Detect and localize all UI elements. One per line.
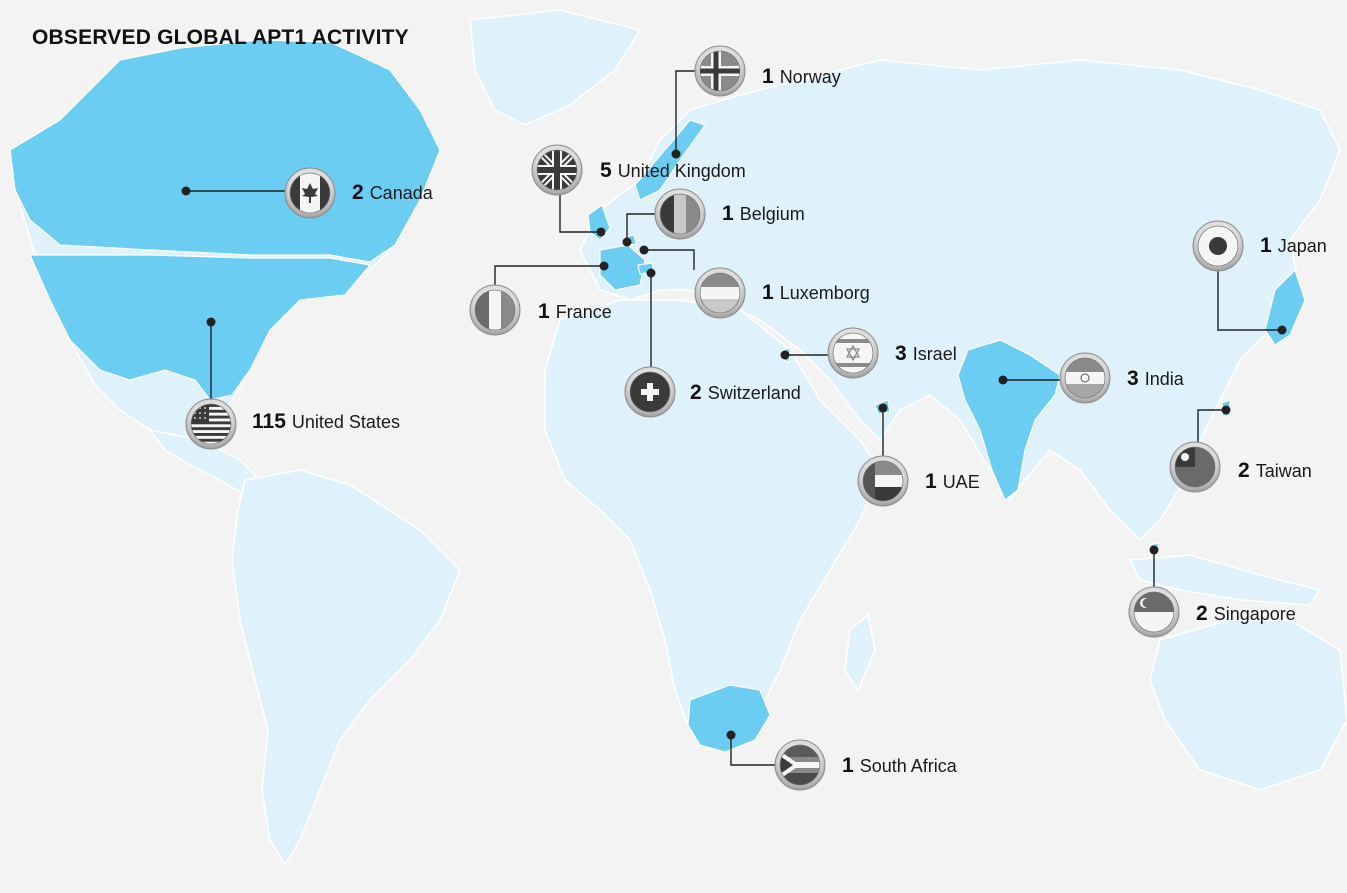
leader-lines [181,70,1287,766]
leader-line-fr [494,265,604,286]
country-name-sg: Singapore [1213,604,1296,624]
highlight-norway [634,119,706,201]
location-dot-us [206,317,216,327]
flag-medallion-ca[interactable] [284,167,336,219]
flag-medallion-za[interactable] [774,739,826,791]
country-count-gb: 5 [600,159,612,182]
country-name-fr: France [555,302,612,322]
location-dot-no [671,149,681,159]
country-name-il: Israel [912,344,957,364]
leader-line-no [675,70,697,154]
location-dot-fr [599,261,609,271]
country-count-il: 3 [895,342,907,365]
map-title: OBSERVED GLOBAL APT1 ACTIVITY [32,26,409,49]
location-dot-be [622,237,632,247]
location-dot-in [998,375,1008,385]
flag-medallion-no[interactable] [694,45,746,97]
leader-line-tw [1197,409,1226,443]
location-dot-ae [878,403,888,413]
location-dot-sg [1149,545,1159,555]
country-name-in: India [1144,369,1184,389]
location-dot-tw [1221,405,1231,415]
country-name-lu: Luxemborg [779,283,870,303]
country-count-tw: 2 [1238,459,1250,482]
flag-medallion-in[interactable] [1059,352,1111,404]
land-south-america [231,469,461,867]
country-count-sg: 2 [1196,602,1208,625]
highlight-south-africa [687,684,771,753]
country-name-ca: Canada [369,183,433,203]
location-dot-il [780,350,790,360]
country-name-be: Belgium [739,204,805,224]
flag-medallion-il[interactable] [827,327,879,379]
land-greenland [469,9,642,126]
country-count-fr: 1 [538,300,550,323]
country-count-no: 1 [762,65,774,88]
country-count-in: 3 [1127,367,1139,390]
flag-medallion-us[interactable] [185,398,237,450]
country-count-jp: 1 [1260,234,1272,257]
country-name-us: United States [291,412,400,432]
country-count-ch: 2 [690,381,702,404]
leader-line-gb [559,195,601,233]
flag-medallion-fr[interactable] [469,284,521,336]
location-dot-za [726,730,736,740]
country-count-ca: 2 [352,181,364,204]
country-name-tw: Taiwan [1255,461,1312,481]
flag-medallion-be[interactable] [654,188,706,240]
location-dot-jp [1277,325,1287,335]
location-dot-gb [596,227,606,237]
country-name-no: Norway [779,67,841,87]
leader-line-za [730,735,776,766]
land-australia [1149,619,1347,791]
country-name-ae: UAE [942,472,980,492]
leader-line-jp [1217,270,1282,331]
country-name-za: South Africa [859,756,957,776]
leader-line-be [626,213,656,242]
country-count-ae: 1 [925,470,937,493]
country-name-gb: United Kingdom [617,161,746,181]
country-count-us: 115 [252,410,286,433]
highlight-canada [9,39,441,263]
flag-medallion-ae[interactable] [857,455,909,507]
flag-medallion-lu[interactable] [694,267,746,319]
highlighted-countries [9,39,1306,753]
flag-medallion-sg[interactable] [1128,586,1180,638]
flag-medallion-gb[interactable] [531,144,583,196]
flag-medallions [185,45,1244,791]
flag-medallion-ch[interactable] [624,366,676,418]
country-count-za: 1 [842,754,854,777]
country-count-lu: 1 [762,281,774,304]
country-name-ch: Switzerland [707,383,801,403]
flag-medallion-jp[interactable] [1192,220,1244,272]
land-madagascar [844,613,876,692]
location-dot-ch [646,268,656,278]
country-count-be: 1 [722,202,734,225]
leader-line-lu [644,249,695,270]
highlight-united-states [29,254,372,401]
location-dot-ca [181,186,191,196]
country-name-jp: Japan [1277,236,1327,256]
location-dot-lu [639,245,649,255]
flag-medallion-tw[interactable] [1169,441,1221,493]
